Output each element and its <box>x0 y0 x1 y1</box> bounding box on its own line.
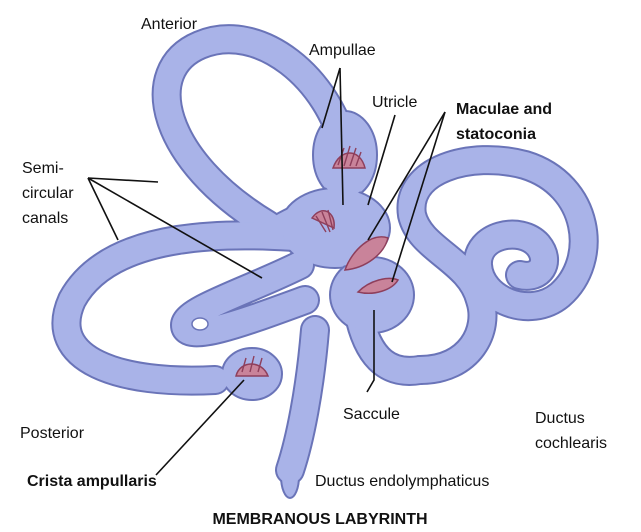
label-semicircular-line2: circular <box>22 185 74 202</box>
label-semicircular-line1: Semi- <box>22 160 64 177</box>
label-posterior: Posterior <box>20 425 85 442</box>
label-crista-ampullaris: Crista ampullaris <box>27 473 157 490</box>
label-saccule: Saccule <box>343 406 400 423</box>
label-anterior: Anterior <box>141 16 198 33</box>
label-ductus-cochlearis-line2: cochlearis <box>535 435 607 452</box>
label-maculae-line2: statoconia <box>456 126 536 143</box>
label-maculae-line1: Maculae and <box>456 101 552 118</box>
figure-caption: MEMBRANOUS LABYRINTH <box>212 511 427 528</box>
label-semicircular-line3: canals <box>22 210 68 227</box>
label-utricle: Utricle <box>372 94 417 111</box>
label-ampullae: Ampullae <box>309 42 376 59</box>
label-ductus-endolymphaticus: Ductus endolymphaticus <box>315 473 489 490</box>
label-ductus-cochlearis-line1: Ductus <box>535 410 585 427</box>
